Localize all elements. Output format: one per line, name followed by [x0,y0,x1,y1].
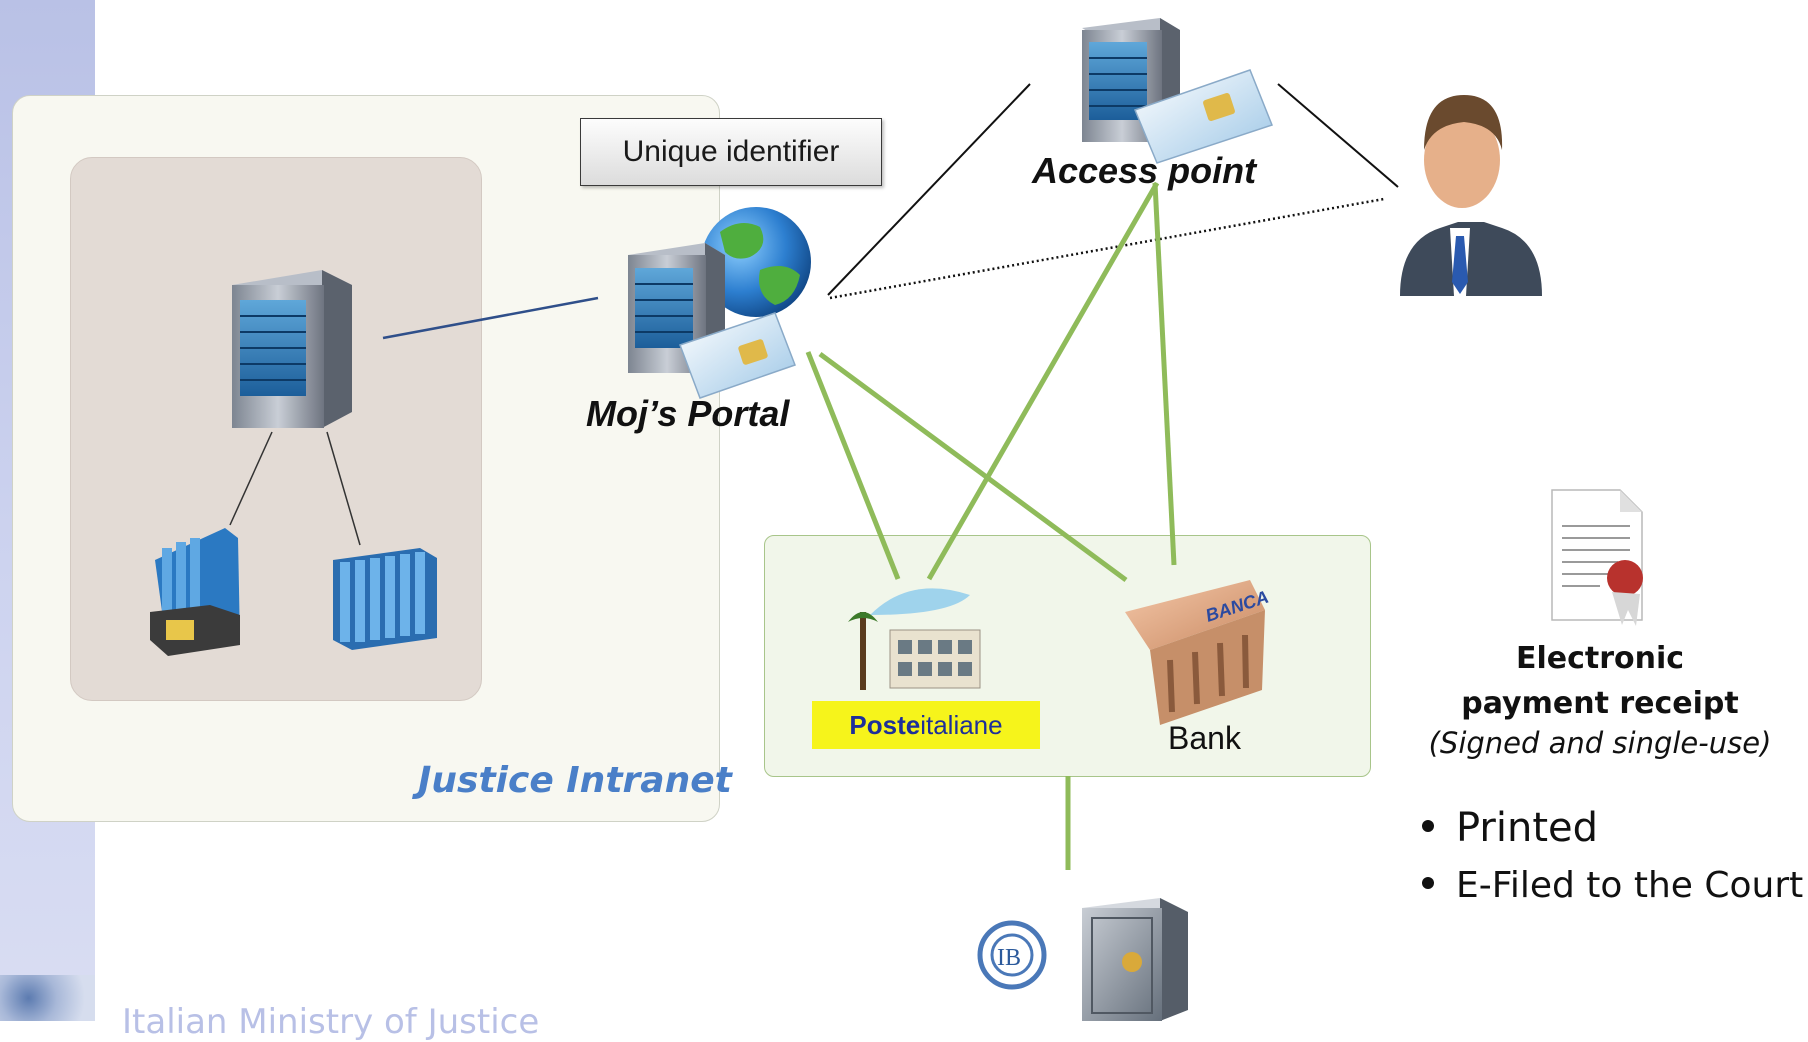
connection-lines [229,83,1399,870]
bank-label: Bank [1168,720,1241,756]
user-icon [1400,95,1542,296]
mojs-portal-label: Moj’s Portal [586,393,790,434]
receipt-title-line2: payment receipt [1461,686,1739,721]
ministry-logo-icon [0,975,95,1021]
unique-identifier-box: Unique identifier [580,118,882,186]
diagram-canvas: BANCA IB [150,18,1643,1021]
access-point-server-icon [1082,18,1273,164]
access-to-poste-line [926,181,1160,581]
svg-text:IB: IB [997,945,1021,971]
bank-building-icon: BANCA [1125,580,1271,725]
portal-server-globe-icon [628,207,811,399]
portal-to-user-dotted-line [829,197,1385,300]
access-to-user-line [1277,83,1399,188]
bullet-text: E-Filed to the Court [1456,865,1804,906]
portal-to-poste-line [805,351,901,580]
bullet-item: Printed [1422,805,1598,851]
receipt-document-icon [1551,489,1643,626]
receipt-subtitle: (Signed and single-use) [1428,726,1772,760]
server-to-folder-line [229,431,273,526]
justice-intranet-label: Justice Intranet [418,760,732,801]
portal-to-bank-line [818,351,1128,583]
server-to-books-line [326,431,361,546]
receipt-title: Electronic payment receipt [1390,636,1808,726]
bullet-item: E-Filed to the Court [1422,865,1803,906]
bullet-dot-icon [1422,877,1434,889]
folder-icon [150,528,240,656]
post-office-icon [848,588,981,690]
poste-logo-rest: italiane [920,709,1003,740]
access-to-bank-line [1152,182,1177,566]
portal-to-access-line [827,83,1031,296]
books-icon [333,548,437,650]
intranet-to-portal-line [382,296,599,340]
poste-logo-bold: Poste [849,709,921,740]
safe-icon [1082,898,1188,1021]
access-point-label: Access point [1032,150,1257,191]
server-icon [232,270,352,428]
receipt-title-line1: Electronic [1515,641,1685,676]
bullet-text: Printed [1456,805,1599,851]
bullet-dot-icon [1422,820,1434,832]
bank-of-italy-logo-icon: IB [977,920,1047,990]
